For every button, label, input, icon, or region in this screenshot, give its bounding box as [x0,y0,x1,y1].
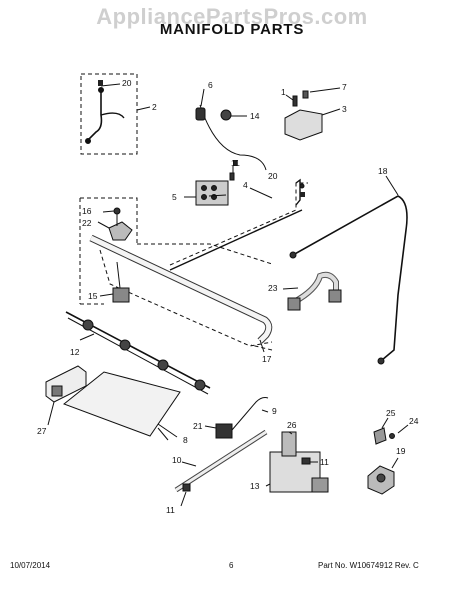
part-24 [389,433,395,439]
part-7 [302,90,309,99]
footer-date: 10/07/2014 [10,561,51,570]
part-11a [233,160,237,166]
part-15 [112,287,130,303]
callout-26: 26 [287,420,297,430]
callout-14: 14 [250,111,260,121]
part-5 [195,180,229,206]
part-1 [292,95,298,107]
part-8-plate [62,371,181,437]
part-16 [113,207,121,215]
callout-11-right: 11 [320,457,329,467]
footer-page: 6 [229,561,234,570]
callout-6: 6 [208,80,213,90]
part-6 [195,107,206,121]
part-20b [300,192,305,197]
callout-3: 3 [342,104,347,114]
part-3-bracket [284,109,323,141]
callout-8: 8 [183,435,188,445]
callout-12: 12 [70,347,80,357]
callout-2: 2 [152,102,157,112]
callout-16: 16 [82,206,92,216]
callout-17: 17 [262,354,272,364]
callout-15: 15 [88,291,98,301]
part-22 [108,221,133,241]
part-21 [215,423,233,439]
part-14 [220,109,232,121]
part-18-tube [292,195,408,361]
part-4-dashed [169,182,308,266]
part-25 [373,427,387,445]
callout-20-top: 20 [122,78,132,88]
callout-5: 5 [172,192,177,202]
callout-9: 9 [272,406,277,416]
callout-11-upper: 11 [231,158,240,168]
callout-7: 7 [342,82,347,92]
dashed-box-left [79,197,138,304]
callout-21: 21 [193,421,203,431]
page-title: MANIFOLD PARTS [159,21,305,38]
callout-20-right: 20 [268,171,278,181]
callout-19: 19 [396,446,406,456]
callout-24: 24 [409,416,419,426]
watermark: AppliancePartsPros.com [96,4,368,29]
callout-27: 27 [37,426,47,436]
callout-25: 25 [386,408,396,418]
callout-23: 23 [268,283,278,293]
callout-13: 13 [250,481,260,491]
callout-4: 4 [243,180,248,190]
callout-10: 10 [172,455,182,465]
footer-part-no: Part No. W10674912 Rev. C [318,561,419,570]
callout-18: 18 [378,166,388,176]
part-2-tube [87,90,103,141]
dashed-box-2 [80,73,138,155]
part-20a [98,80,103,86]
callout-11-lower: 11 [166,505,175,515]
part-9-wire [231,397,269,431]
callout-1: 1 [281,87,286,97]
callout-22: 22 [82,218,92,228]
part-6-wire [199,104,267,171]
